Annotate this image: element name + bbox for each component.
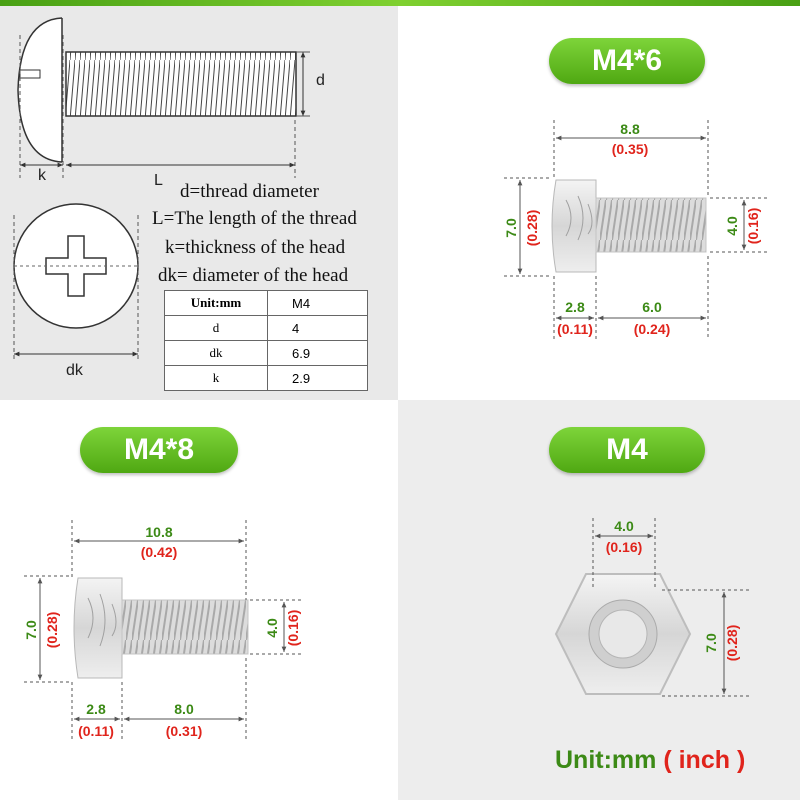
table-row: dk 6.9 [164,340,368,366]
label-k: k [38,167,47,184]
m4x6-total-in: (0.35) [612,141,649,157]
top-accent-bar [0,0,800,6]
m4x6-dimension-lines [504,120,770,340]
screw-head-top-view [13,203,139,362]
m4x8-head-k-in: (0.11) [78,723,114,739]
m4x8-screw-image [73,577,249,679]
m4x6-length-in: (0.24) [634,321,671,337]
legend-thread-diameter: d=thread diameter [180,181,319,202]
m4-nut-height-mm: 7.0 [703,633,719,653]
legend-head-thickness: k=thickness of the head [165,237,346,258]
m4x6-head-k-in: (0.11) [557,321,593,337]
m4x8-dimension-lines [24,520,302,742]
m4x6-head-k-mm: 2.8 [565,299,585,315]
table-row: d 4 [164,315,368,341]
m4x8-length-mm: 8.0 [174,701,194,717]
table-cell-value: 2.9 [267,365,368,391]
m4x8-length-in: (0.31) [166,723,203,739]
m4x8-head-k-mm: 2.8 [86,701,106,717]
table-header-unit: Unit:mm [164,290,268,316]
m4x8-head-height-in: (0.28) [44,612,60,649]
m4x8-thread-d-mm: 4.0 [264,618,280,638]
label-L: L [154,172,163,189]
m4x6-screw-image [551,179,707,273]
m4x6-thread-d-mm: 4.0 [724,216,740,236]
table-header-size: M4 [267,290,368,316]
m4x8-total-in: (0.42) [141,544,178,560]
label-d: d [316,72,325,89]
label-dk: dk [66,362,84,379]
table-cell-value: 6.9 [267,340,368,366]
m4-nut-image [554,573,692,695]
legend-head-diameter: dk= diameter of the head [158,265,349,286]
m4x6-title-pill: M4*6 [549,38,705,84]
m4-nut-height-in: (0.28) [724,625,740,662]
m4-nut-dimension-lines [592,518,750,697]
m4x6-thread-d-in: (0.16) [745,208,761,245]
screw-line-drawing [17,17,310,178]
unit-note-mm: Unit:mm [555,746,657,774]
table-header-row: Unit:mm M4 [164,290,368,316]
m4x6-length-mm: 6.0 [642,299,662,315]
table-cell-key: dk [164,340,268,366]
m4x8-total-mm: 10.8 [145,524,172,540]
m4x8-title-pill: M4*8 [80,427,238,473]
m4x8-thread-d-in: (0.16) [285,610,301,647]
m4x8-head-height-mm: 7.0 [23,620,39,640]
table-row: k 2.9 [164,365,368,391]
legend-thread-length: L=The length of the thread [152,208,357,229]
table-cell-key: d [164,315,268,341]
unit-note-inch: ( inch ) [663,746,746,774]
m4-nut-width-mm: 4.0 [614,518,634,534]
m4-nut-width-in: (0.16) [606,539,643,555]
m4x6-head-height-in: (0.28) [524,210,540,247]
table-cell-key: k [164,365,268,391]
m4-nut-title-pill: M4 [549,427,705,473]
unit-note: Unit:mm ( inch ) [555,746,745,775]
m4x6-total-mm: 8.8 [620,121,640,137]
table-cell-value: 4 [267,315,368,341]
spec-table: Unit:mm M4 d 4 dk 6.9 k 2.9 [164,290,368,391]
m4x6-head-height-mm: 7.0 [503,218,519,238]
